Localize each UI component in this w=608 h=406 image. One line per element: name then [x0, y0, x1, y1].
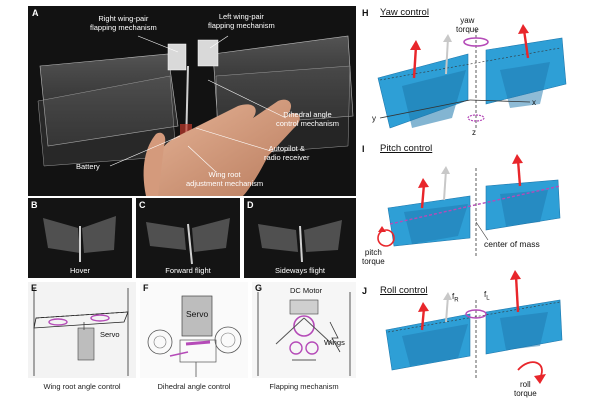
panel-a-photo: A Right wing-pair flapping mechanism Lef…	[28, 6, 356, 196]
panel-d-photo: D Sideways flight	[244, 198, 356, 278]
panel-letter: E	[31, 283, 38, 293]
panel-letter: D	[247, 200, 254, 210]
panel-b-photo: B Hover	[28, 198, 132, 278]
caption-sideways-flight: Sideways flight	[274, 266, 326, 275]
forward-flight-photo-illustration	[146, 218, 230, 265]
hover-photo-illustration	[43, 216, 116, 262]
label-wing-root-mechanism: Wing root adjustment mechanism	[186, 170, 264, 188]
panel-title-roll: Roll control	[380, 285, 428, 296]
label-right-wing-mechanism: Right wing-pair flapping mechanism	[90, 14, 157, 32]
label-force-right: fR	[452, 292, 459, 304]
panel-c-photo: C Forward flight	[136, 198, 240, 278]
label-roll-torque: roll torque	[514, 380, 537, 398]
label-center-of-mass: center of mass	[484, 239, 540, 249]
yaw-wings	[377, 37, 567, 129]
sideways-flight-photo-illustration	[258, 220, 342, 263]
caption-wing-root-angle-control: Wing root angle control	[43, 382, 121, 391]
panel-letter: J	[362, 286, 368, 296]
label-left-wing-mechanism: Left wing-pair flapping mechanism	[208, 12, 275, 30]
caption-dihedral-angle-control: Dihedral angle control	[157, 382, 231, 391]
label-wings: Wings	[324, 338, 345, 347]
label-dc-motor: DC Motor	[290, 286, 323, 295]
axis-x-label: x	[532, 98, 536, 107]
label-force-left: fL	[484, 290, 490, 302]
panel-letter: A	[32, 8, 39, 18]
label-yaw-torque: yaw torque	[456, 16, 479, 34]
caption-flapping-mechanism: Flapping mechanism	[269, 382, 339, 391]
label-autopilot: Autopilot & radio receiver	[264, 144, 310, 162]
label-servo: Servo	[186, 309, 209, 319]
caption-forward-flight: Forward flight	[165, 266, 211, 275]
label-pitch-torque: pitch torque	[362, 248, 385, 266]
panel-title-yaw: Yaw control	[380, 7, 429, 18]
panel-f: F Servo	[140, 282, 248, 378]
panel-letter: I	[362, 144, 365, 154]
axis-y-label: y	[372, 114, 376, 123]
panel-title-pitch: Pitch control	[380, 143, 433, 154]
wing-root-mechanism-drawing	[33, 288, 129, 376]
dihedral-mechanism-drawing	[147, 295, 242, 377]
panel-letter: B	[31, 200, 38, 210]
robot-photo-illustration	[37, 35, 354, 196]
panel-g: G DC Motor Wings	[252, 282, 356, 378]
caption-hover: Hover	[69, 266, 90, 275]
panel-e: E Servo	[28, 282, 136, 378]
panel-letter: F	[143, 283, 149, 293]
label-servo: Servo	[100, 330, 120, 339]
panel-letter: G	[255, 283, 263, 293]
label-dihedral-mechanism: Dihedral angle control mechanism	[276, 110, 339, 128]
panel-letter: C	[139, 200, 146, 210]
axis-z-label: z	[472, 128, 476, 137]
label-battery: Battery	[76, 162, 100, 171]
flapping-mechanism-drawing	[257, 292, 351, 376]
panel-letter: H	[362, 8, 369, 18]
